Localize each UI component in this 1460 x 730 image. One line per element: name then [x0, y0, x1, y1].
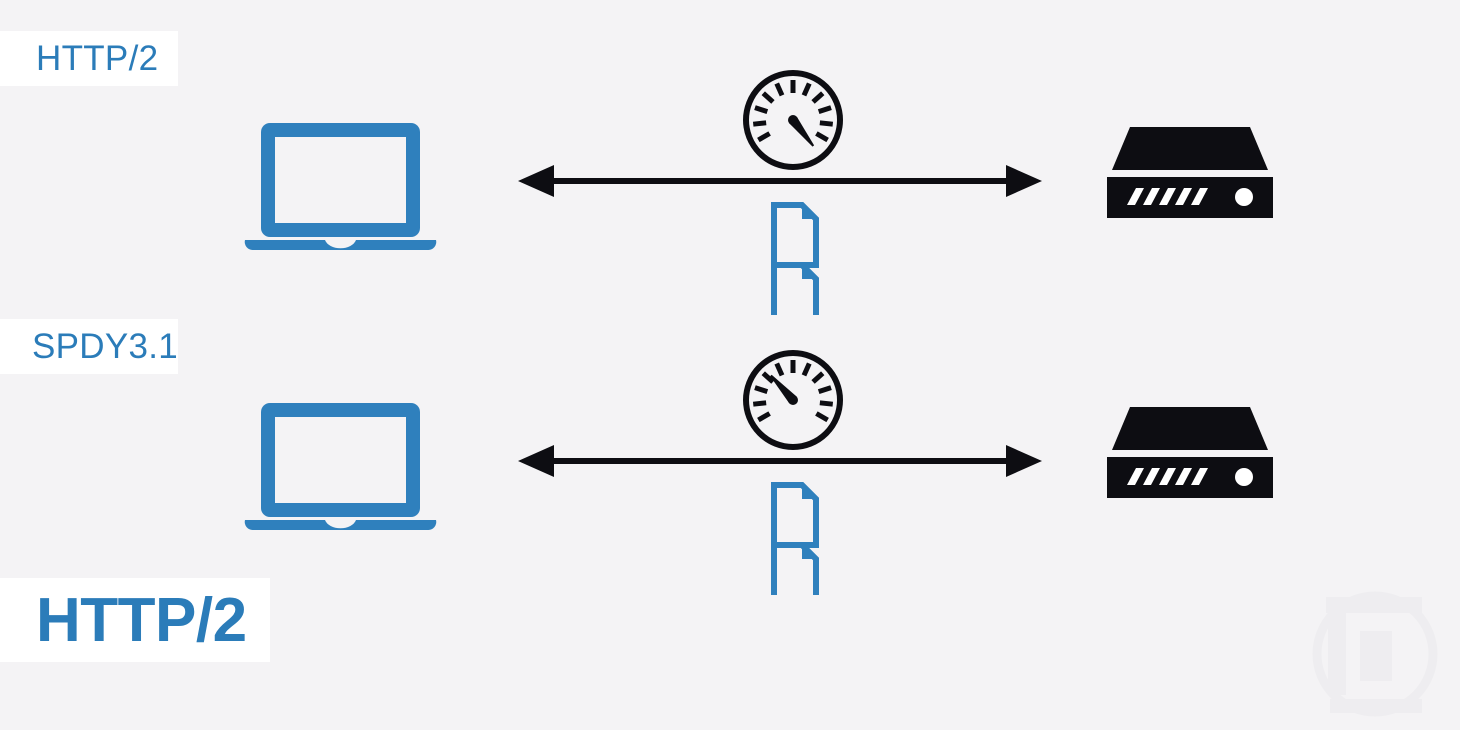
client-laptop-spdy31	[243, 400, 438, 530]
server-top	[1112, 127, 1268, 170]
server-http2	[1105, 120, 1275, 220]
speedometer-icon	[743, 350, 843, 450]
double-arrow-icon	[518, 165, 1042, 197]
server-icon	[1107, 127, 1273, 218]
protocol-row-http2	[0, 60, 1460, 320]
laptop-icon	[244, 123, 437, 250]
server-led	[1235, 188, 1253, 206]
server-spdy31	[1105, 400, 1275, 500]
server-led	[1235, 468, 1253, 486]
document-icon-2	[771, 262, 819, 315]
speedometer-icon	[743, 70, 843, 170]
protocol-row-spdy31	[0, 340, 1460, 600]
protocol-label-spdy31: SPDY3.1	[0, 319, 178, 374]
server-icon	[1107, 407, 1273, 498]
slide-title: HTTP/2	[0, 578, 270, 662]
document-icon-1	[771, 202, 819, 268]
arrow-head-left	[518, 445, 554, 477]
arrow-head-left	[518, 165, 554, 197]
server-top	[1112, 407, 1268, 450]
server-vents	[1127, 188, 1208, 205]
protocol-label-http2: HTTP/2	[0, 31, 178, 86]
arrow-head-right	[1006, 165, 1042, 197]
document-icon-1	[771, 482, 819, 548]
server-vents	[1127, 468, 1208, 485]
watermark-logo	[1300, 579, 1450, 724]
link-graphic-spdy31	[510, 345, 1050, 595]
connection-group	[518, 350, 1042, 595]
document-icon-2	[771, 542, 819, 595]
laptop-icon	[244, 403, 437, 530]
double-arrow-icon	[518, 445, 1042, 477]
link-graphic-http2	[510, 65, 1050, 315]
arrow-head-right	[1006, 445, 1042, 477]
connection-group	[518, 70, 1042, 315]
client-laptop-http2	[243, 120, 438, 250]
